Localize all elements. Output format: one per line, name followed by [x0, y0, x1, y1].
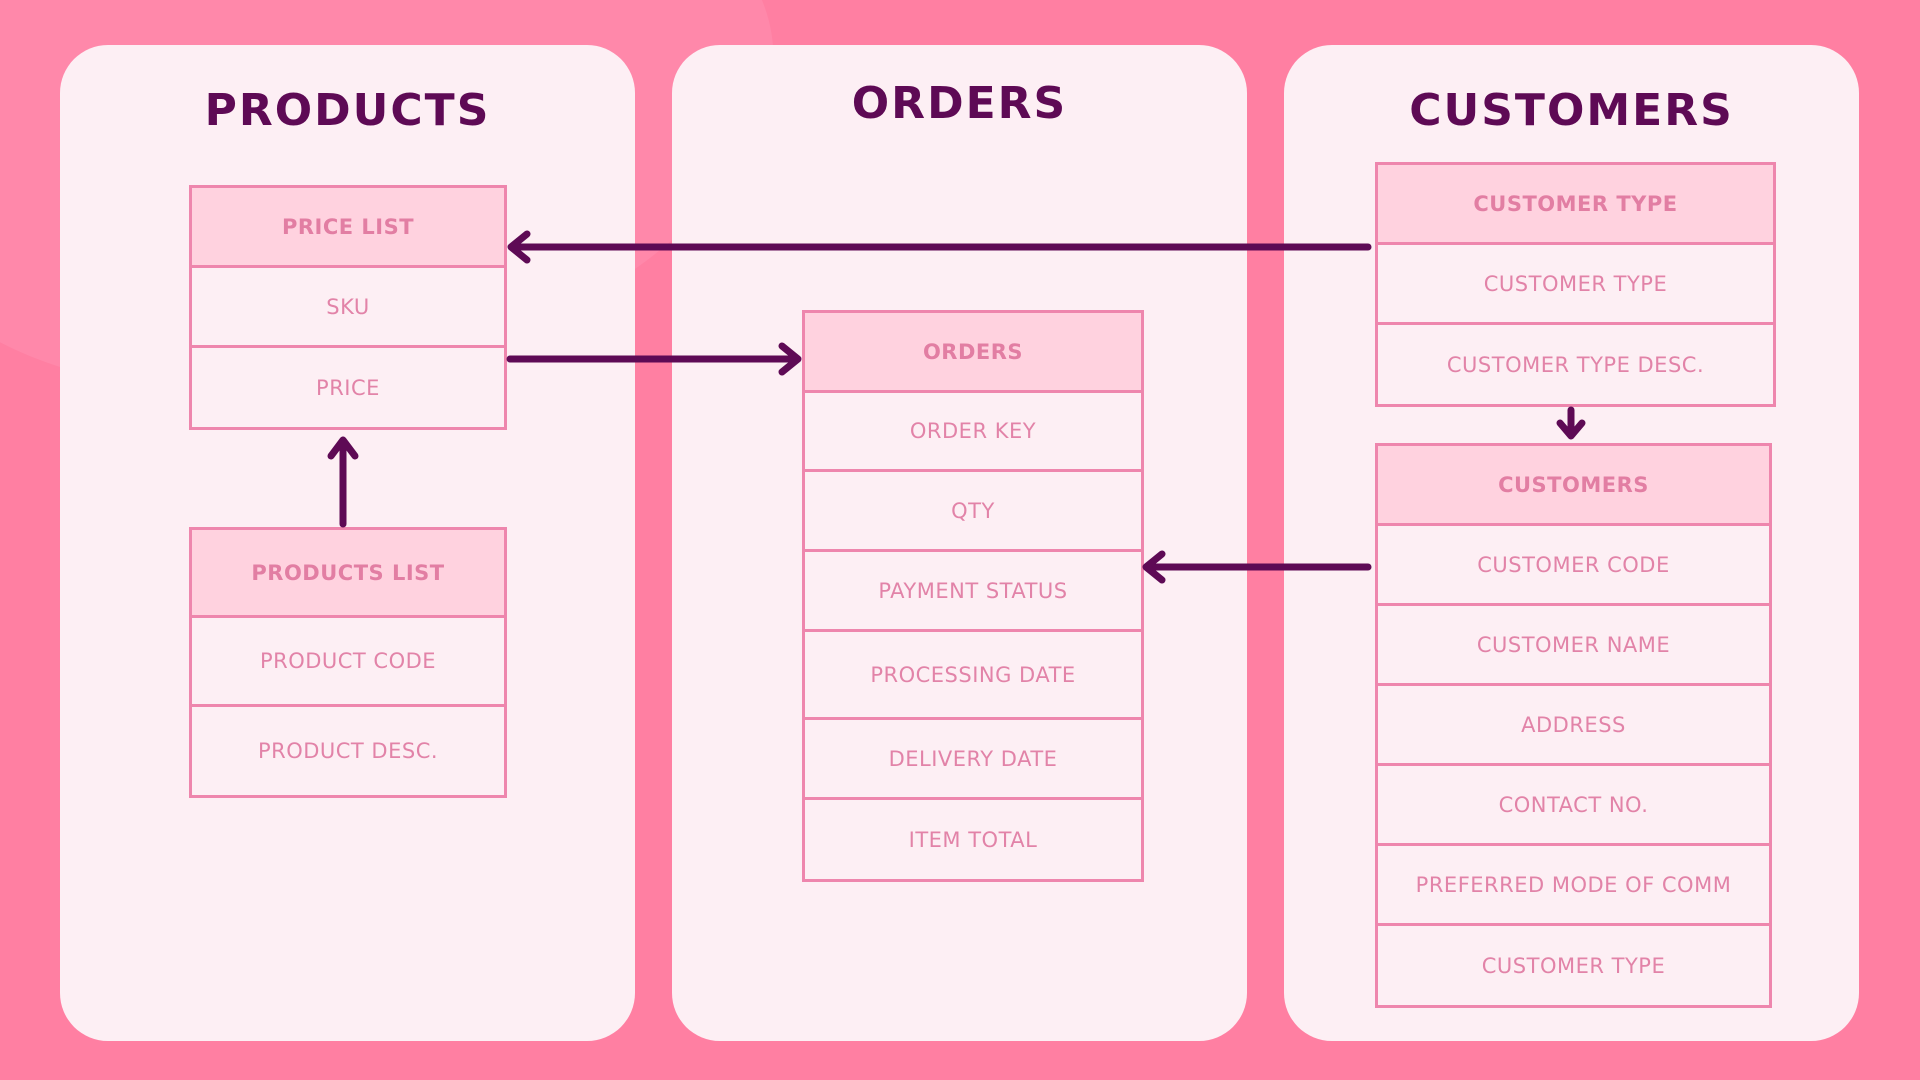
customer-type-header: CUSTOMER TYPE	[1378, 165, 1773, 245]
customers-field-address: ADDRESS	[1378, 686, 1769, 766]
customers-field-customer-name: CUSTOMER NAME	[1378, 606, 1769, 686]
orders-field-item-total: ITEM TOTAL	[908, 827, 1038, 852]
price-list-table: PRICE LIST SKU PRICE	[189, 185, 507, 430]
customers-header: CUSTOMERS	[1378, 446, 1769, 526]
customers-field-customer-code: CUSTOMER CODE	[1378, 526, 1769, 606]
products-panel: PRODUCTS PRICE LIST SKU PRICE PRODUCTS L…	[60, 45, 635, 1041]
products-list-field-product-desc: PRODUCT DESC.	[257, 739, 439, 763]
orders-panel: ORDERS ORDERS ORDER KEY QTY PAYMENT STAT…	[672, 45, 1247, 1041]
customer-type-table: CUSTOMER TYPE CUSTOMER TYPE CUSTOMER TYP…	[1375, 162, 1776, 407]
orders-field-order-key: ORDER KEY	[805, 393, 1141, 472]
products-title: PRODUCTS	[204, 85, 491, 136]
customers-title: CUSTOMERS	[1409, 85, 1734, 136]
price-list-field-price: PRICE	[316, 375, 380, 400]
customers-field-customer-type: CUSTOMER TYPE	[1481, 953, 1666, 978]
customer-type-field-customer-type-desc: CUSTOMER TYPE DESC.	[1446, 352, 1705, 377]
orders-field-delivery-date: DELIVERY DATE	[805, 720, 1141, 800]
orders-field-processing-date: PROCESSING DATE	[805, 632, 1141, 720]
price-list-field-sku: SKU	[192, 268, 504, 348]
orders-field-qty: QTY	[805, 472, 1141, 552]
orders-header: ORDERS	[805, 313, 1141, 393]
customer-type-field-customer-type: CUSTOMER TYPE	[1378, 245, 1773, 325]
customers-field-preferred-mode-of-comm: PREFERRED MODE OF COMM	[1378, 846, 1769, 926]
products-list-table: PRODUCTS LIST PRODUCT CODE PRODUCT DESC.	[189, 527, 507, 798]
customers-panel: CUSTOMERS CUSTOMER TYPE CUSTOMER TYPE CU…	[1284, 45, 1859, 1041]
customers-field-contact-no: CONTACT NO.	[1378, 766, 1769, 846]
orders-title: ORDERS	[851, 78, 1068, 129]
price-list-header: PRICE LIST	[192, 188, 504, 268]
products-list-header: PRODUCTS LIST	[192, 530, 504, 618]
customers-table: CUSTOMERS CUSTOMER CODE CUSTOMER NAME AD…	[1375, 443, 1772, 1008]
orders-table: ORDERS ORDER KEY QTY PAYMENT STATUS PROC…	[802, 310, 1144, 882]
products-list-field-product-code: PRODUCT CODE	[192, 618, 504, 707]
orders-field-payment-status: PAYMENT STATUS	[805, 552, 1141, 632]
